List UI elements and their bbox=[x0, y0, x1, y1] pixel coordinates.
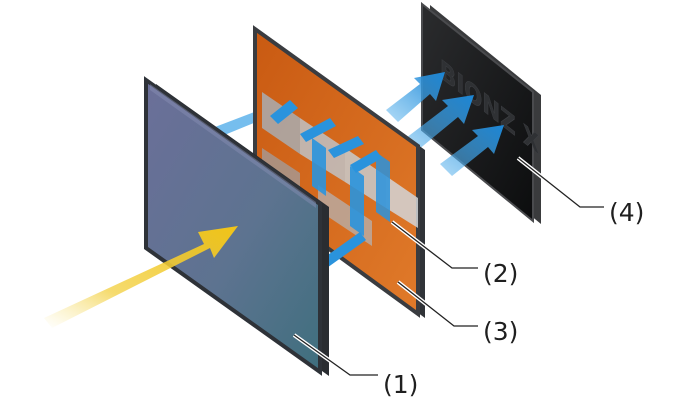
circuit-layer bbox=[253, 25, 425, 318]
image-sensor bbox=[144, 76, 329, 376]
callout-label-4: (4) bbox=[609, 198, 644, 227]
callout-leaders-ink bbox=[293, 157, 604, 376]
callout-label-2: (2) bbox=[483, 259, 518, 288]
incoming-light-arrow bbox=[44, 226, 238, 328]
memory-block bbox=[386, 176, 418, 228]
callout-label-1: (1) bbox=[383, 370, 418, 399]
memory-block bbox=[262, 92, 300, 154]
callout-label-3: (3) bbox=[483, 317, 518, 346]
